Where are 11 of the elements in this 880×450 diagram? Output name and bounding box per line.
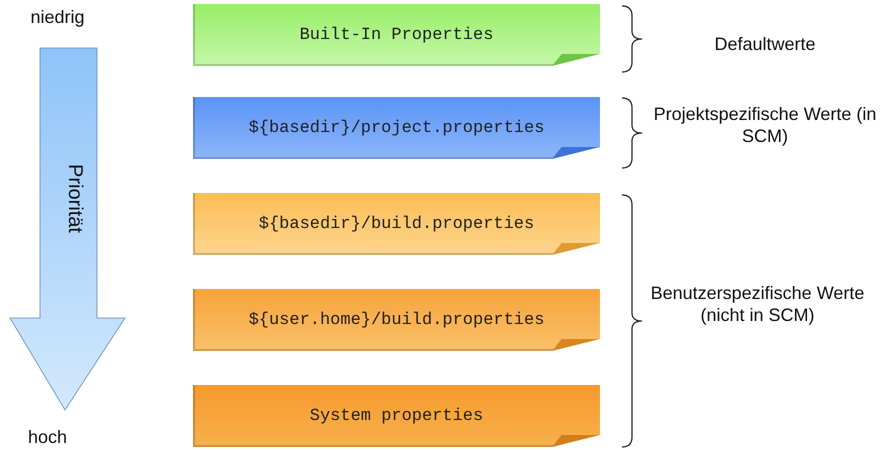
note-box: Built-In Properties (193, 4, 600, 66)
note-box: ${basedir}/build.properties (193, 193, 600, 255)
text-label: Defaultwerte (713, 34, 817, 56)
note-box: ${user.home}/build.properties (193, 289, 600, 351)
text-label: niedrig (29, 7, 86, 29)
text-label: hoch (26, 427, 68, 449)
note-box: ${basedir}/project.properties (193, 97, 600, 159)
text-label: Projektspezifische Werte (in SCM) (652, 104, 878, 148)
note-box: System properties (193, 385, 600, 447)
text-label: Benutzerspezifische Werte (nicht in SCM) (650, 283, 865, 326)
arrow-label: Priorität (62, 164, 86, 233)
